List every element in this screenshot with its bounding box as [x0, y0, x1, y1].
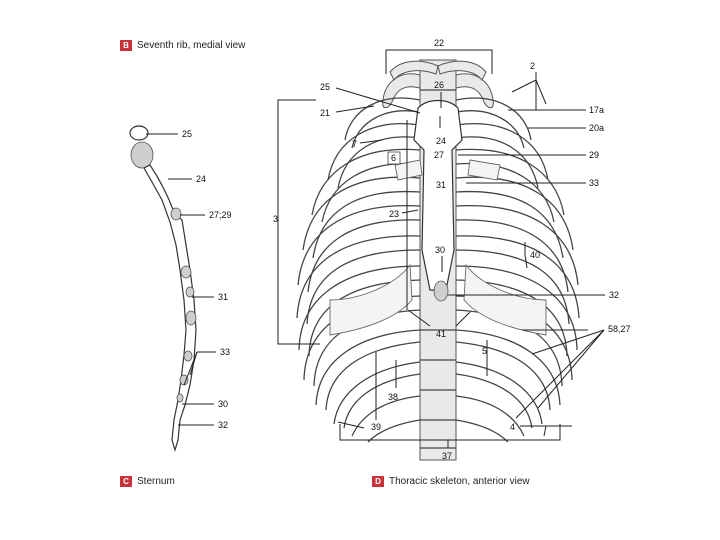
sternum-leaders	[146, 133, 216, 426]
sternum-label-27-29: 27;29	[209, 210, 232, 220]
sternal-notch-5	[183, 350, 193, 362]
thorax-label-17a: 17a	[589, 105, 604, 115]
thorax-label-29: 29	[589, 150, 599, 160]
sternum-label-31: 31	[218, 292, 228, 302]
sternum-label-30: 30	[218, 399, 228, 409]
caption-c: C Sternum	[120, 476, 175, 487]
thorax-label-58-27: 58,27	[608, 324, 631, 334]
thorax-label-2: 2	[530, 61, 535, 71]
sternal-notch-3	[185, 286, 195, 298]
sternal-notch-6	[179, 374, 189, 386]
thorax-label-24: 24	[436, 136, 446, 146]
thorax-label-39: 39	[371, 422, 381, 432]
costal-cartilages	[329, 159, 547, 336]
thorax-label-22: 22	[434, 38, 444, 48]
thorax-sternum	[413, 99, 463, 291]
manubrium	[130, 141, 154, 169]
thorax-label-40: 40	[530, 250, 540, 260]
thorax-label-30: 30	[435, 245, 445, 255]
sternum-illustration	[129, 125, 197, 453]
caption-b: B Seventh rib, medial view	[120, 40, 245, 51]
sternum-clavicular-head	[129, 125, 149, 141]
sternal-notch-4	[185, 310, 197, 326]
thorax-label-5: 5	[482, 346, 487, 356]
thorax-label-37: 37	[442, 451, 452, 461]
sternum-label-25: 25	[182, 129, 192, 139]
sternum-label-32: 32	[218, 420, 228, 430]
thorax-label-33: 33	[589, 178, 599, 188]
thorax-label-6: 6	[391, 153, 396, 163]
thoracic-skeleton	[296, 59, 580, 461]
thorax-label-7: 7	[352, 139, 357, 149]
caption-b-text: Seventh rib, medial view	[137, 40, 246, 51]
sternum-body	[143, 164, 197, 453]
thorax-label-23: 23	[389, 209, 399, 219]
thorax-label-4: 4	[510, 422, 515, 432]
caption-d-text: Thoracic skeleton, anterior view	[389, 476, 530, 487]
thorax-label-20a: 20a	[589, 123, 604, 133]
sternal-notch-7	[176, 393, 184, 403]
thorax-label-21: 21	[320, 108, 330, 118]
thorax-label-25: 25	[320, 82, 330, 92]
thorax-label-41: 41	[436, 329, 446, 339]
sternal-notch-1	[170, 207, 182, 221]
thorax-label-27: 27	[434, 150, 444, 160]
badge-d: D	[372, 476, 384, 487]
clavicle-right	[437, 60, 487, 81]
thorax-label-31: 31	[436, 180, 446, 190]
badge-b: B	[120, 40, 132, 51]
sternum-label-33: 33	[220, 347, 230, 357]
xiphoid-process	[433, 280, 449, 302]
sternal-notch-2	[180, 265, 192, 279]
badge-c: C	[120, 476, 132, 487]
thorax-leaders	[277, 49, 605, 448]
clavicle-left	[389, 60, 439, 81]
caption-d: D Thoracic skeleton, anterior view	[372, 476, 530, 487]
ribs-right	[455, 73, 580, 443]
thorax-label-38: 38	[388, 392, 398, 402]
sternum-label-24: 24	[196, 174, 206, 184]
thorax-label-26: 26	[434, 80, 444, 90]
thorax-label-3: 3	[273, 214, 278, 224]
thorax-label-32: 32	[609, 290, 619, 300]
caption-c-text: Sternum	[137, 476, 175, 487]
ribs-left	[296, 73, 421, 443]
